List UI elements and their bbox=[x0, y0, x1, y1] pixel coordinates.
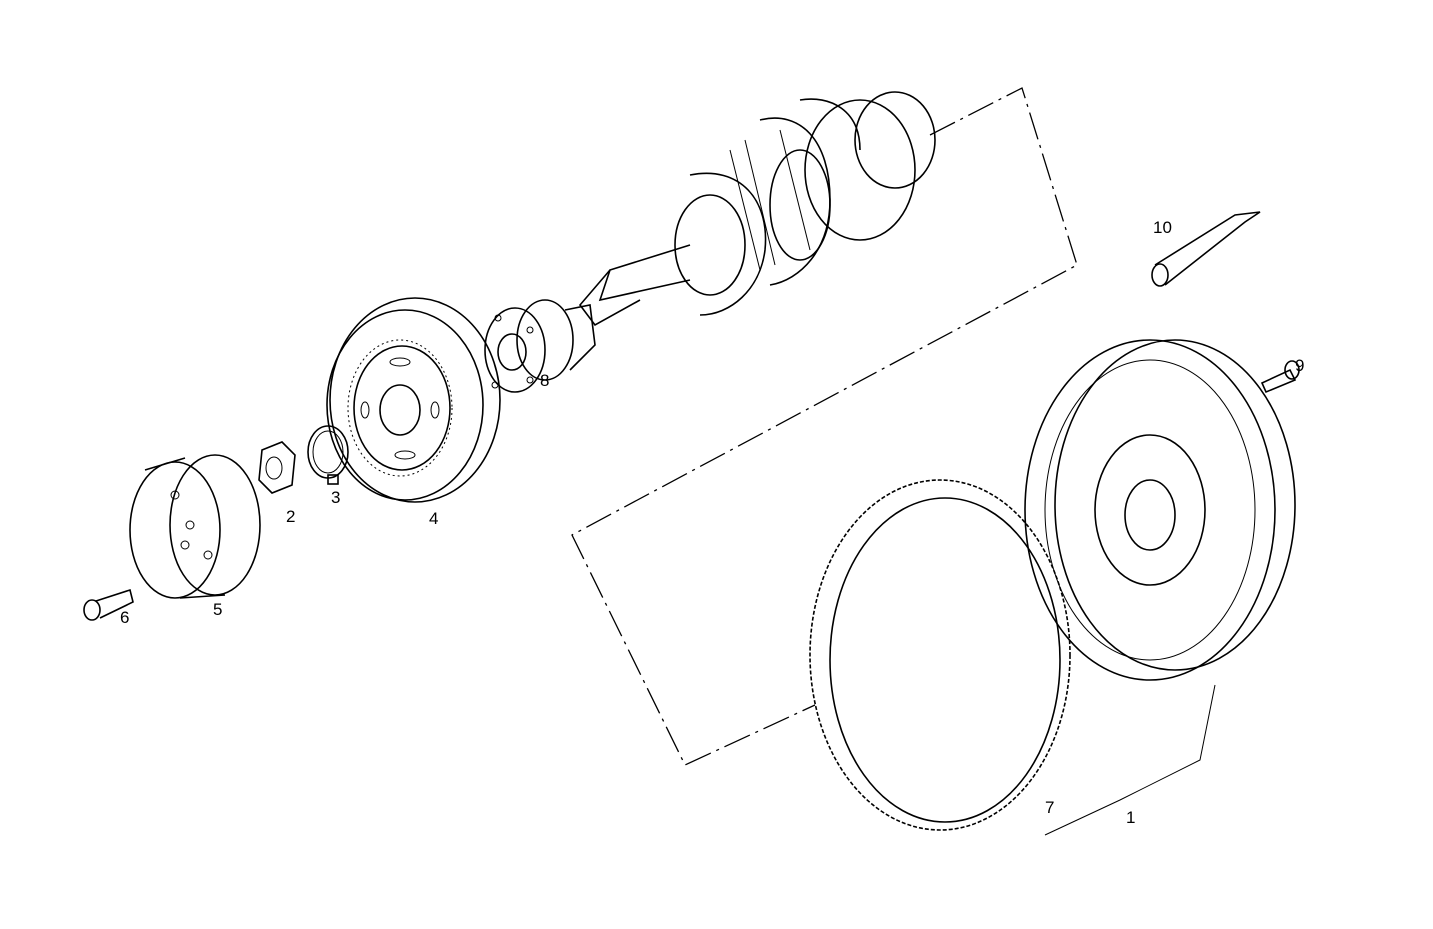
label-part-8: 8 bbox=[540, 371, 550, 390]
label-part-7: 7 bbox=[1045, 798, 1055, 817]
label-part-1: 1 bbox=[1126, 808, 1136, 827]
hex-nut bbox=[258, 441, 296, 494]
flywheel bbox=[1024, 339, 1296, 681]
label-part-5: 5 bbox=[213, 600, 223, 619]
leader-line bbox=[1044, 684, 1216, 836]
timing-gear bbox=[326, 297, 501, 503]
label-part-2: 2 bbox=[286, 507, 296, 526]
pulley bbox=[129, 454, 261, 599]
crankshaft-hub bbox=[484, 299, 596, 393]
sealant-tube bbox=[1151, 211, 1261, 287]
ring-gear bbox=[809, 479, 1071, 831]
label-part-9: 9 bbox=[1295, 356, 1305, 375]
lock-washer bbox=[307, 425, 349, 485]
crankshaft bbox=[578, 91, 936, 327]
assembly-boundary-line bbox=[571, 87, 1078, 766]
label-part-10: 10 bbox=[1153, 218, 1172, 237]
label-part-6: 6 bbox=[120, 608, 130, 627]
pulley-bolt bbox=[83, 588, 134, 621]
label-part-3: 3 bbox=[331, 488, 341, 507]
label-part-4: 4 bbox=[429, 509, 439, 528]
flywheel-bolt bbox=[1260, 360, 1300, 394]
